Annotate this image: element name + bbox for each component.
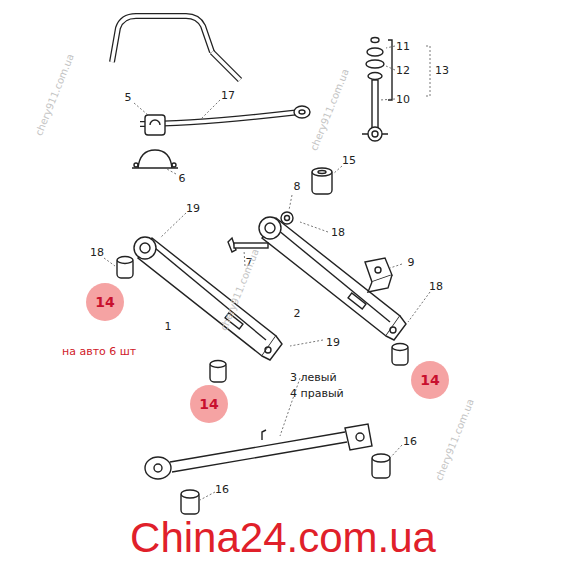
callout-number: 1 [165, 321, 172, 332]
callout-number: 6 [179, 173, 186, 184]
watermark: chery911.com.ua [34, 53, 76, 138]
part-name: 3 левый [290, 372, 337, 383]
callout-number: 12 [396, 65, 410, 76]
callout-number: 18 [331, 227, 345, 238]
highlight-circle: 14 [190, 385, 228, 423]
callout-number: 19 [186, 203, 200, 214]
callout-number: 11 [396, 41, 410, 52]
callout-number: 8 [294, 181, 301, 192]
callout-number: 19 [326, 337, 340, 348]
note-text: на авто 6 шт [62, 346, 136, 357]
callout-number: 17 [221, 90, 235, 101]
callout-number: 16 [215, 484, 229, 495]
callout-number: 5 [125, 92, 132, 103]
watermark: chery911.com.ua [434, 398, 476, 483]
callout-number: 13 [435, 65, 449, 76]
callout-number: 18 [90, 247, 104, 258]
part-name: 4 правый [290, 388, 344, 399]
callout-number: 18 [429, 281, 443, 292]
callout-number: 16 [403, 436, 417, 447]
callout-number: 14 [199, 396, 218, 412]
site-watermark: China24.com.ua [130, 517, 436, 559]
watermark: chery911.com.ua [309, 68, 351, 153]
highlight-circle: 14 [86, 283, 124, 321]
callout-number: 14 [420, 372, 439, 388]
callout-number: 14 [95, 294, 114, 310]
callout-number: 15 [342, 155, 356, 166]
callout-number: 9 [408, 257, 415, 268]
callout-number: 10 [396, 94, 410, 105]
highlight-circle: 14 [411, 361, 449, 399]
callout-number: 2 [294, 308, 301, 319]
